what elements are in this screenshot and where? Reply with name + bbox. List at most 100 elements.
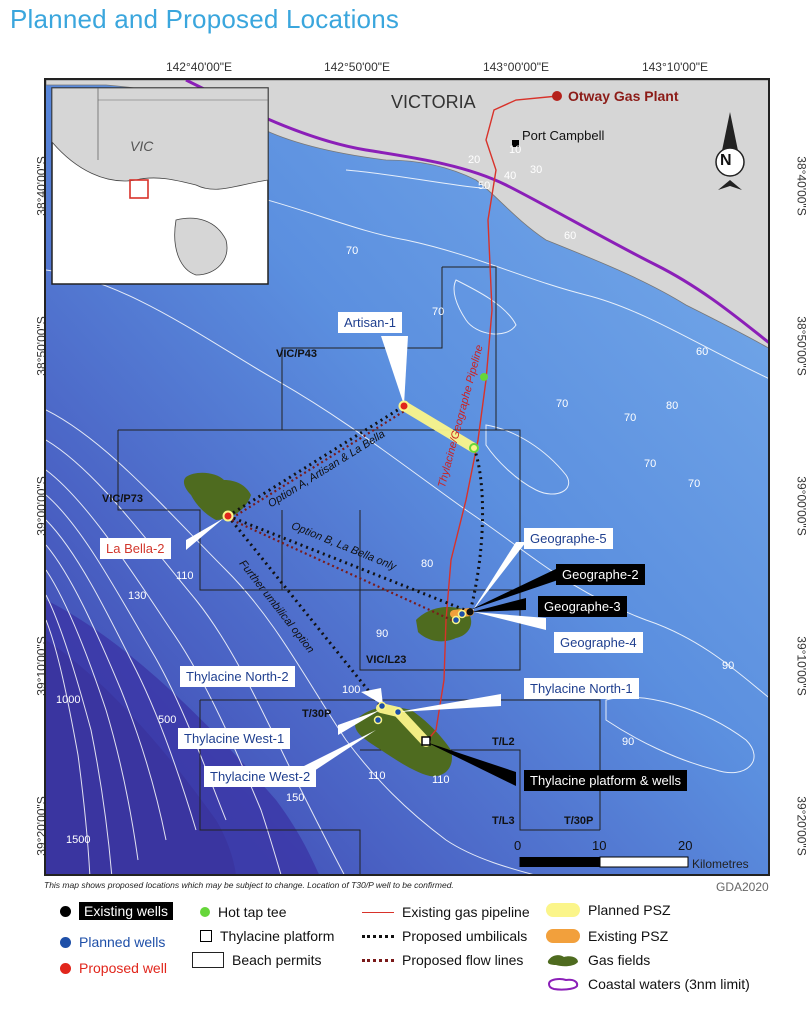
proposed-well-icon (60, 962, 71, 974)
gas-field-thylacine (355, 707, 452, 777)
disclaimer-text: This map shows proposed locations which … (44, 880, 454, 890)
legend-gas-fields: Gas fields (546, 952, 650, 968)
permit-label: T/L3 (492, 815, 515, 827)
contour-label: 110 (176, 570, 194, 582)
contour-label: 60 (564, 230, 577, 242)
pipeline-icon (362, 911, 394, 913)
legend-thylacine-platform: Thylacine platform (200, 928, 334, 944)
contour-label: 70 (624, 412, 637, 424)
callout-thylacine-north-1: Thylacine North-1 (524, 678, 639, 699)
proposed-flow-lines (231, 409, 457, 624)
callout-artisan-1: Artisan-1 (338, 312, 403, 333)
legend-planned-psz: Planned PSZ (546, 902, 671, 918)
port-campbell-label: Port Campbell (522, 128, 605, 143)
existing-well-icon (60, 905, 71, 917)
contour-label: 80 (666, 400, 679, 412)
legend-label: Existing PSZ (588, 928, 669, 944)
contour-label: 10 (509, 144, 522, 156)
contour-label: 70 (432, 306, 445, 318)
contour-label: 40 (504, 170, 517, 182)
legend-label: Hot tap tee (218, 904, 287, 920)
contour-label: 30 (530, 164, 543, 176)
gas-field-la-bella (183, 472, 251, 520)
contour-label: 80 (421, 558, 434, 570)
hot-tap-tee (480, 373, 488, 381)
planned-well-thylacine-north-1 (393, 707, 403, 717)
contour-label: 90 (622, 736, 635, 748)
scale-tick: 0 (514, 838, 522, 853)
legend-proposed-flow-lines: Proposed flow lines (362, 952, 523, 968)
existing-psz-icon (546, 929, 580, 943)
planned-well-thylacine-north-2 (377, 701, 387, 711)
contour-label: 130 (128, 590, 147, 602)
lon-label: 143°00'00"E (482, 60, 550, 74)
callout-thylacine-west-1: Thylacine West-1 (178, 728, 291, 749)
platform-icon (200, 930, 212, 942)
contour-label: 70 (688, 478, 701, 490)
otway-gas-plant-marker (552, 91, 562, 101)
land-label-victoria: VICTORIA (391, 92, 476, 112)
legend-label: Existing wells (79, 902, 174, 920)
legend-label: Thylacine platform (220, 928, 335, 944)
contour-label: 90 (376, 628, 389, 640)
hot-tap-icon (200, 907, 210, 917)
deep-sea-abyss (46, 640, 236, 874)
planned-well-geographe-4 (451, 615, 461, 625)
contour-label: 1000 (56, 694, 81, 706)
callout-thylacine-west-2: Thylacine West-2 (204, 766, 317, 787)
datum-label: GDA2020 (716, 880, 769, 894)
callout-la-bella-2: La Bella-2 (100, 538, 171, 559)
contour-label: 60 (696, 346, 709, 358)
legend-label: Planned PSZ (588, 902, 671, 918)
lat-label: 38°50'00"S (794, 316, 807, 376)
coastal-waters-line (185, 80, 768, 344)
lat-label: 38°40'00"S (794, 156, 807, 216)
scale-unit: Kilometres (692, 857, 749, 871)
planned-well-geographe-5 (457, 609, 467, 619)
north-label: N (720, 152, 732, 169)
planned-psz-icon (546, 903, 580, 917)
callout-thylacine-north-2: Thylacine North-2 (180, 666, 295, 687)
existing-well-geographe-2 (466, 608, 474, 616)
north-arrow-icon (715, 112, 745, 190)
contour-label: 70 (346, 245, 359, 257)
inset-map[interactable] (51, 87, 269, 285)
legend-label: Beach permits (232, 952, 322, 968)
thylacine-platform-marker (421, 736, 431, 746)
coastal-waters-icon (547, 978, 579, 991)
contour-label: 50 (478, 180, 491, 192)
legend-label: Gas fields (588, 952, 651, 968)
legend-existing-gas-pipeline: Existing gas pipeline (362, 904, 530, 920)
legend-label: Coastal waters (3nm limit) (588, 976, 750, 992)
contour-label: 500 (158, 714, 177, 726)
permit-label: VIC/L23 (366, 654, 407, 666)
legend-existing-wells: Existing wells (60, 902, 174, 920)
flow-line-icon (362, 958, 394, 962)
legend-proposed-well: Proposed well (60, 960, 167, 976)
inset-location-box (129, 179, 149, 199)
psz-end-point (469, 443, 479, 453)
contour-label: 1500 (66, 834, 91, 846)
contour-label: 90 (722, 660, 735, 672)
contour-label: 150 (286, 792, 305, 804)
map-canvas[interactable] (46, 80, 770, 876)
port-campbell-marker (512, 140, 519, 147)
legend-hot-tap-tee: Hot tap tee (200, 904, 287, 920)
map-frame[interactable]: VICTORIA VIC Otway Gas Plant Port Campbe… (44, 78, 770, 876)
planned-well-icon (60, 936, 71, 948)
lat-label: 39°00'00"S (794, 476, 807, 536)
legend-label: Proposed umbilicals (402, 928, 528, 944)
contour-label: 70 (644, 458, 657, 470)
lon-label: 143°10'00"E (641, 60, 709, 74)
planned-well-thylacine-west-1 (373, 715, 383, 725)
callout-thylacine-platform: Thylacine platform & wells (524, 770, 687, 791)
permit-label: T/30P (564, 815, 594, 827)
legend-beach-permits: Beach permits (192, 952, 321, 968)
otway-gas-plant-label: Otway Gas Plant (568, 88, 679, 104)
contour-label: 110 (368, 770, 386, 782)
contour-label: 70 (556, 398, 569, 410)
lon-label: 142°40'00"E (165, 60, 233, 74)
wells (222, 91, 562, 746)
permit-label: VIC/P73 (102, 493, 143, 505)
callout-geographe-4: Geographe-4 (554, 632, 643, 653)
